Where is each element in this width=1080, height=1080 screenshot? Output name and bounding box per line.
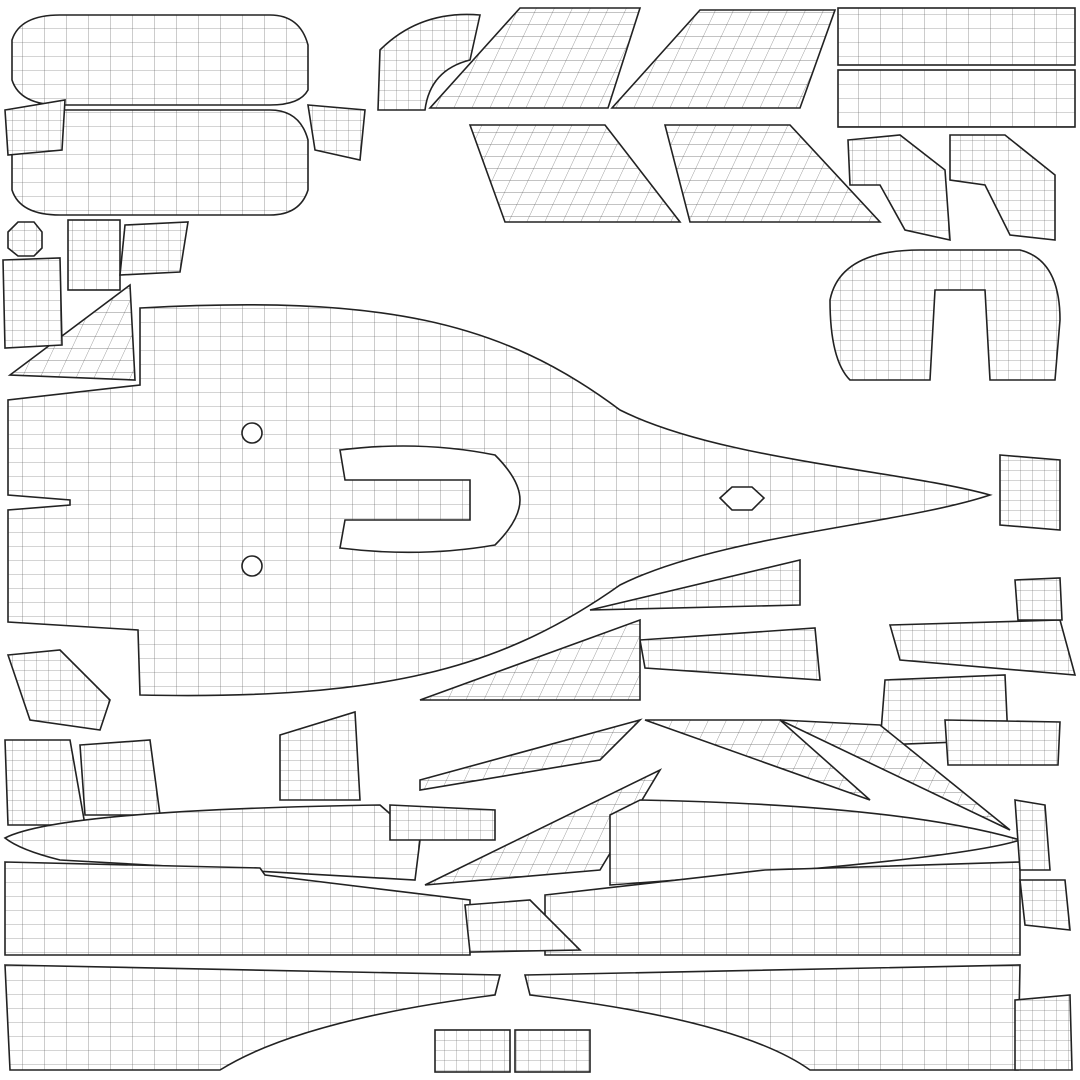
uv-island-right-column-4 [1014,577,1063,621]
uv-island-intake-top [241,422,263,444]
uv-island-lower-left-3 [279,710,361,801]
uv-island-right-column-3 [1014,994,1073,1071]
uv-island-cockpit-ring [829,249,1061,381]
uv-island-wing-lower-left [4,861,471,956]
uv-island-stabilizer-1 [419,718,643,791]
uv-island-stabilizer-3 [644,719,871,801]
uv-island-top-panel-1 [11,14,309,106]
uv-island-engine-nozzle [389,804,496,841]
uv-island-seat-3 [949,134,1056,241]
uv-island-bottom-tab-1 [434,1029,511,1073]
uv-island-lower-strake [419,618,641,701]
uv-island-nose-hatch [718,486,766,511]
uv-island-canopy-opening [339,445,521,554]
uv-island-octagon [7,221,43,257]
uv-island-small-left-1 [4,99,66,156]
uv-island-right-column-2 [1019,879,1071,931]
uv-island-bottom-tab-2 [514,1029,591,1073]
uv-island-stabilizer-4 [779,719,1011,831]
uv-island-fin-1 [428,7,642,109]
uv-island-right-panel-4 [944,719,1061,766]
uv-island-top-right-rect-1 [837,7,1076,66]
uv-island-lower-left-1 [4,739,86,826]
uv-island-wing-bottom-left [4,964,502,1071]
uv-island-seat-1 [377,13,481,111]
uv-island-right-panel-1 [639,627,821,681]
uv-island-intake-bottom [241,555,263,577]
uv-island-small-left-2 [307,104,366,161]
uv-island-left-small-1 [67,219,121,291]
uv-island-lower-left-4 [6,649,111,731]
uv-island-wing-bottom-right [523,964,1021,1071]
uv-island-left-strake [7,283,136,381]
uv-island-left-small-2 [119,221,189,276]
uv-island-top-right-rect-2 [837,69,1076,128]
uv-island-right-panel-2 [888,619,1077,676]
uv-island-wing-strip-left [3,804,421,881]
uv-island-fin-4 [663,124,882,223]
uv-island-left-block [2,257,63,349]
uv-island-right-column-1 [1014,799,1051,871]
uv-island-right-panel-5 [589,558,801,611]
uv-island-fin-3 [468,124,682,223]
uv-island-seat-2 [847,134,951,242]
uv-island-lower-left-2 [79,739,161,816]
uv-island-fin-2 [610,9,837,109]
uv-island-right-column-5 [999,454,1061,531]
uv-island-center-lower [464,899,582,953]
